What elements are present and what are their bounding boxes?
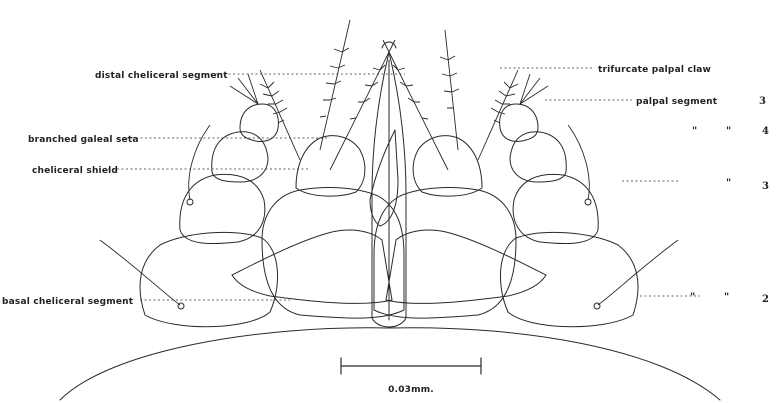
left-palp-segment-5 [240,104,278,142]
right-cheliceral-shield [386,230,546,303]
label-branched-galeal-seta: branched galeal seta [28,135,139,145]
right-branched-galeal-setae [383,30,518,170]
left-palp-seta-2 [189,125,210,200]
right-trifurcate-palpal-claw [520,74,548,104]
label-trifurcate-palpal-claw: trifurcate palpal claw [598,65,711,75]
label-palpal-segment: palpal segment [636,97,718,107]
scale-bar-label: 0.03mm. [388,385,434,395]
label-segment-number-2: 2 [762,294,769,305]
ditto-mark-2a: " [690,292,695,303]
scale-bar: 0.03mm. [341,358,481,395]
label-cheliceral-shield: cheliceral shield [32,166,118,176]
right-palp-segment-2 [500,232,638,326]
right-palp-seta-2 [568,125,589,200]
left-trifurcate-palpal-claw [230,74,258,104]
left-branched-galeal-setae [260,20,395,170]
left-basal-cheliceral-segment [262,188,404,319]
left-palp-segment-3 [180,174,265,243]
left-distal-cheliceral-segment [296,136,365,196]
label-segment-number-4: 4 [762,126,769,137]
left-cheliceral-shield [232,230,392,303]
label-distal-cheliceral-segment: distal cheliceral segment [95,71,228,81]
ditto-mark-4b: " [726,126,731,137]
label-basal-cheliceral-segment: basal cheliceral segment [2,297,134,307]
ditto-mark-2b: " [724,292,729,303]
left-palp-segment-2 [140,232,278,326]
ditto-mark-4a: " [692,126,697,137]
label-segment-number-3: 3 [762,181,769,192]
right-palp-segment-5 [500,104,538,142]
label-segment-number-3-top: 3 [759,96,766,107]
right-palp-seta-socket [594,303,600,309]
right-distal-cheliceral-segment [413,136,482,196]
ditto-mark-3: " [726,178,731,189]
right-palp-segment-3 [513,174,598,243]
left-palp-seta-socket [178,303,184,309]
